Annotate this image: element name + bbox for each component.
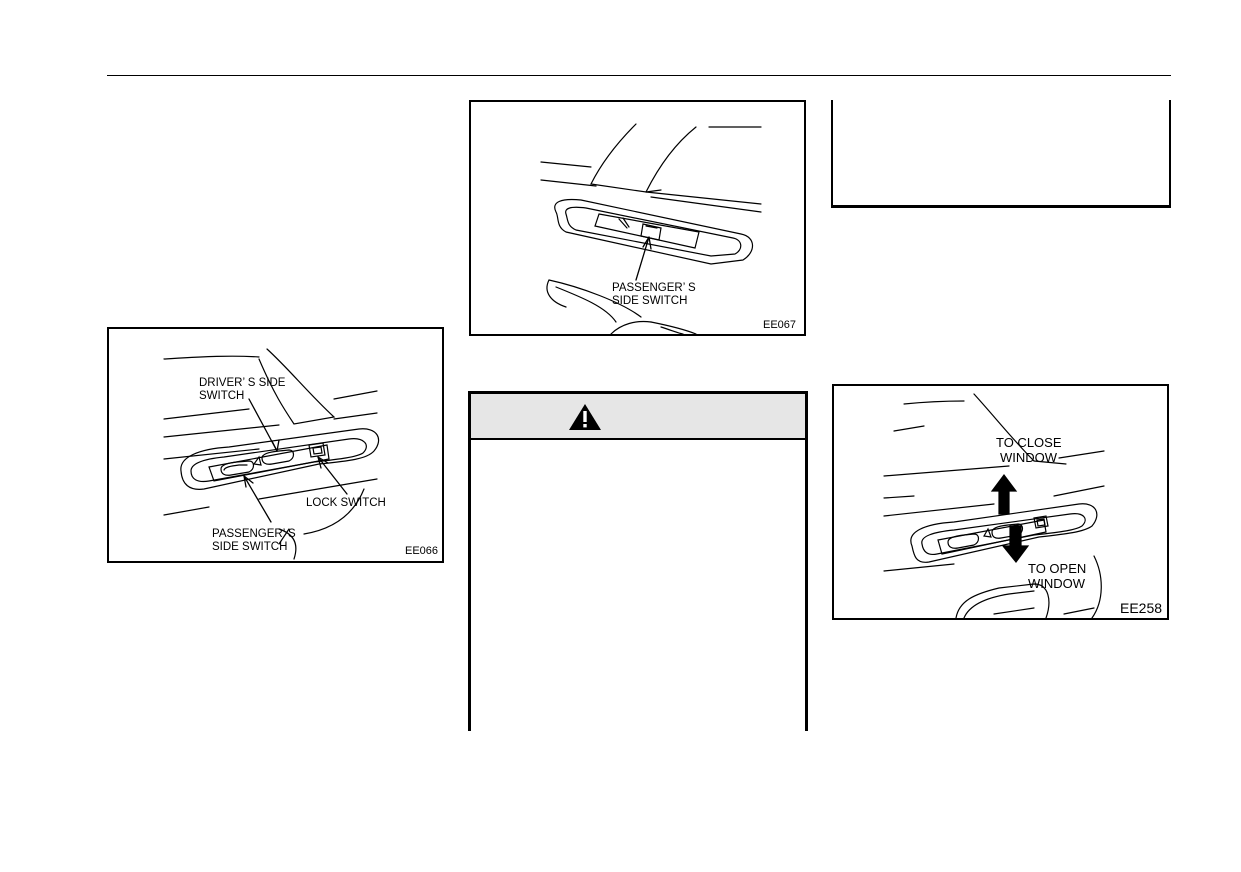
- figure-code-ee067: EE067: [763, 319, 797, 331]
- warning-triangle-icon: [569, 404, 601, 430]
- ee258-illustration: [883, 393, 1105, 618]
- ee067-illustration: [540, 123, 762, 334]
- figure-ee066: DRIVER’ S SIDE SWITCH LOCK SWITCH PASSEN…: [107, 327, 444, 563]
- drivers-side-switch-label: DRIVER’ S SIDE SWITCH: [199, 377, 285, 403]
- passengers-side-switch-line2: SIDE SWITCH: [212, 541, 288, 553]
- ee066-illustration: [163, 348, 380, 560]
- figure-ee258: TO CLOSE WINDOW TO OPEN WINDOW EE258: [832, 384, 1169, 620]
- note-box: [831, 100, 1171, 208]
- ee067-passengers-side-switch-line1: PASSENGER’ S: [612, 282, 696, 294]
- header-rule: [107, 75, 1171, 76]
- warning-header: [471, 394, 805, 440]
- to-open-window-line2: WINDOW: [1028, 576, 1086, 591]
- figure-code-ee258: EE258: [1120, 600, 1163, 616]
- to-close-window-label: TO CLOSE WINDOW: [996, 435, 1062, 465]
- passengers-side-switch-label: PASSENGER’ S SIDE SWITCH: [212, 528, 296, 554]
- warning-box: [468, 391, 808, 731]
- ee067-passengers-side-switch-label: PASSENGER’ S SIDE SWITCH: [612, 282, 696, 308]
- passengers-side-switch-line1: PASSENGER’ S: [212, 528, 296, 540]
- to-close-window-line2: WINDOW: [1000, 450, 1058, 465]
- to-close-window-line1: TO CLOSE: [996, 435, 1062, 450]
- lock-switch-label: LOCK SWITCH: [306, 497, 386, 509]
- ee067-passengers-side-switch-line2: SIDE SWITCH: [612, 295, 688, 307]
- drivers-side-switch-line2: SWITCH: [199, 390, 245, 402]
- to-open-window-label: TO OPEN WINDOW: [1028, 561, 1086, 591]
- drivers-side-switch-line1: DRIVER’ S SIDE: [199, 377, 286, 389]
- figure-ee067: PASSENGER’ S SIDE SWITCH EE067: [469, 100, 806, 336]
- figure-code-ee066: EE066: [405, 545, 439, 557]
- to-open-window-line1: TO OPEN: [1028, 561, 1087, 576]
